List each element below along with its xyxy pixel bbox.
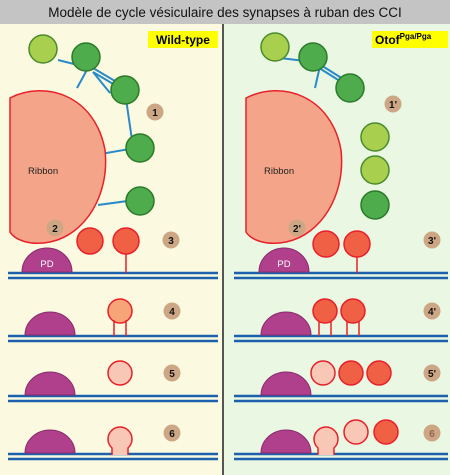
- step-badge: [384, 95, 402, 113]
- presynaptic-density: [260, 311, 312, 336]
- vesicle-green: [125, 133, 155, 163]
- presynaptic-density: [21, 247, 73, 273]
- step-number: 6: [429, 429, 435, 440]
- presynaptic-density: [258, 247, 310, 273]
- vesicle-pale: [310, 360, 336, 386]
- pd-label: PD: [40, 259, 53, 270]
- vesicle-pale: [107, 360, 133, 386]
- presynaptic-density: [260, 429, 312, 454]
- vesicle-green: [125, 186, 155, 216]
- vesicle-red: [338, 360, 364, 386]
- wild-type-label: Wild-type: [156, 33, 210, 47]
- step-badge: [423, 302, 441, 320]
- step-number: 3': [428, 236, 436, 247]
- step-number: 4: [169, 307, 175, 318]
- step-badge: [146, 103, 164, 121]
- step-number: 5: [169, 369, 175, 380]
- vesicle-tether: [92, 71, 111, 94]
- step-number: 5': [428, 369, 436, 380]
- diagram-title: Modèle de cycle vésiculaire des synapses…: [48, 5, 401, 20]
- mutant-label-bg: [372, 31, 448, 48]
- vesicle-green: [335, 73, 365, 103]
- pd-label: PD: [277, 259, 290, 270]
- mutant-label: OtofPga/Pga: [375, 32, 432, 47]
- vesicle-pale: [343, 419, 369, 445]
- vesicle-green: [360, 190, 390, 220]
- step-badge: [163, 302, 181, 320]
- step-number: 2': [293, 224, 301, 235]
- vesicle-docked-green: [28, 34, 58, 64]
- step-badge: [423, 424, 441, 442]
- vesicle-red: [312, 230, 340, 258]
- vesicle-red: [366, 360, 392, 386]
- panel-divider: [222, 24, 224, 475]
- step-badge: [163, 424, 181, 442]
- step-badge: [46, 219, 64, 237]
- vesicle-green: [71, 42, 101, 72]
- vesicle-red: [76, 227, 104, 255]
- step-number: 6: [169, 429, 175, 440]
- vesicle-green: [298, 42, 328, 72]
- ribbon-label: Ribbon: [264, 166, 294, 177]
- vesicle-fusing: [107, 426, 133, 455]
- step-badge: [288, 219, 306, 237]
- step-badge: [162, 231, 180, 249]
- vesicle-red: [343, 230, 371, 258]
- presynaptic-density: [260, 371, 312, 396]
- step-number: 1: [152, 108, 158, 119]
- vesicle-orange: [107, 298, 133, 324]
- step-number: 2: [52, 224, 58, 235]
- presynaptic-density: [24, 371, 76, 396]
- vesicle-docked-green: [260, 32, 290, 62]
- vesicle-green-light: [360, 155, 390, 185]
- step-number: 1': [389, 100, 397, 111]
- step-badge: [163, 364, 181, 382]
- vesicle-red: [373, 419, 399, 445]
- presynaptic-density: [24, 311, 76, 336]
- step-number: 4': [428, 307, 436, 318]
- vesicle-green: [110, 75, 140, 105]
- ribbon: [9, 90, 107, 244]
- title-bar: [0, 0, 450, 24]
- presynaptic-density: [24, 429, 76, 454]
- step-badge: [423, 231, 441, 249]
- vesicle-red: [112, 227, 140, 255]
- vesicle-fusing: [313, 426, 339, 455]
- vesicle-red: [312, 298, 338, 324]
- ribbon-label: Ribbon: [28, 166, 58, 177]
- ribbon: [245, 90, 343, 244]
- step-badge: [423, 364, 441, 382]
- vesicle-green-light: [360, 122, 390, 152]
- wild-type-label-bg: [148, 31, 218, 48]
- vesicle-red: [340, 298, 366, 324]
- step-number: 3: [168, 236, 174, 247]
